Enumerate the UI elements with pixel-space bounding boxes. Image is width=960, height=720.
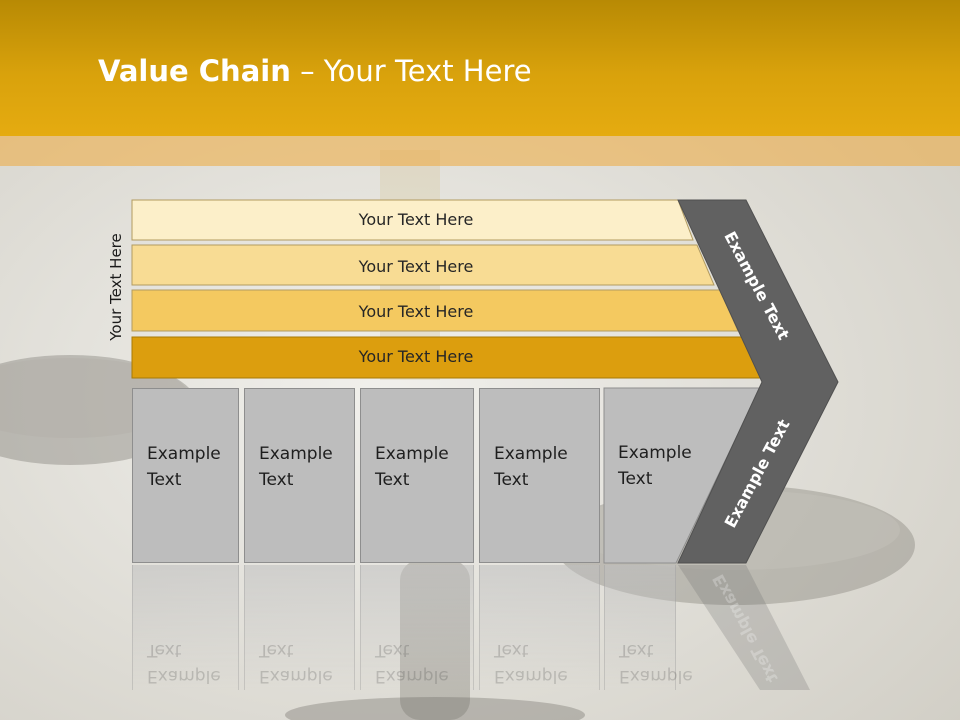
box-2-reflection-line2: Text — [259, 640, 294, 660]
header-band — [0, 136, 960, 166]
box-4-reflection-line2: Text — [494, 640, 529, 660]
box-3-reflection-line2: Text — [375, 640, 410, 660]
box-5-shape — [603, 387, 761, 564]
activity-box-4-line2: Text — [494, 470, 529, 490]
bar-3-label: Your Text Here — [358, 302, 474, 321]
activity-box-1-line2: Text — [147, 470, 182, 490]
box-5-reflection: Example Text — [604, 565, 693, 690]
chevron-reflection — [678, 565, 810, 690]
slide-title: Value Chain – Your Text Here — [98, 54, 532, 88]
bar-2 — [131, 244, 715, 286]
slide-title-bold: Value Chain — [98, 54, 291, 88]
activity-box-3-line1: Example — [375, 444, 449, 464]
box-3-reflection-line1: Example — [375, 666, 449, 686]
box-5-reflection-line2: Text — [619, 640, 654, 660]
activity-box-5-line2: Text — [618, 469, 653, 489]
activity-box-2-line2: Text — [259, 470, 294, 490]
activity-box-1-line1: Example — [147, 444, 221, 464]
bar-1-label: Your Text Here — [358, 210, 474, 229]
header-bar — [0, 0, 960, 136]
box-2-reflection-text: Example Text — [259, 637, 333, 689]
activity-box-2-line1: Example — [259, 444, 333, 464]
box-1-reflection-line2: Text — [147, 640, 182, 660]
bar-4-label: Your Text Here — [358, 347, 474, 366]
box-4-reflection: Example Text — [479, 565, 600, 690]
box-2-reflection: Example Text — [244, 565, 355, 690]
box-1-reflection-line1: Example — [147, 666, 221, 686]
chevron-arrow — [677, 199, 839, 564]
box-5-reflection-line1: Example — [619, 666, 693, 686]
box-3-reflection: Example Text — [360, 565, 474, 690]
box-1-reflection-text: Example Text — [147, 637, 221, 689]
bar-2-label: Your Text Here — [358, 257, 474, 276]
box-4-reflection-line1: Example — [494, 666, 568, 686]
box-2-reflection-line1: Example — [259, 666, 333, 686]
box-5-reflection-text: Example Text — [619, 637, 693, 689]
activity-box-5-line1: Example — [618, 443, 692, 463]
activity-box-3-line2: Text — [375, 470, 410, 490]
bar-1 — [131, 199, 694, 241]
box-3-reflection-text: Example Text — [375, 637, 449, 689]
slide-title-rest: – Your Text Here — [290, 54, 532, 88]
box-4-reflection-text: Example Text — [494, 637, 568, 689]
activity-box-4-line1: Example — [494, 444, 568, 464]
box-1-reflection: Example Text — [132, 565, 239, 690]
